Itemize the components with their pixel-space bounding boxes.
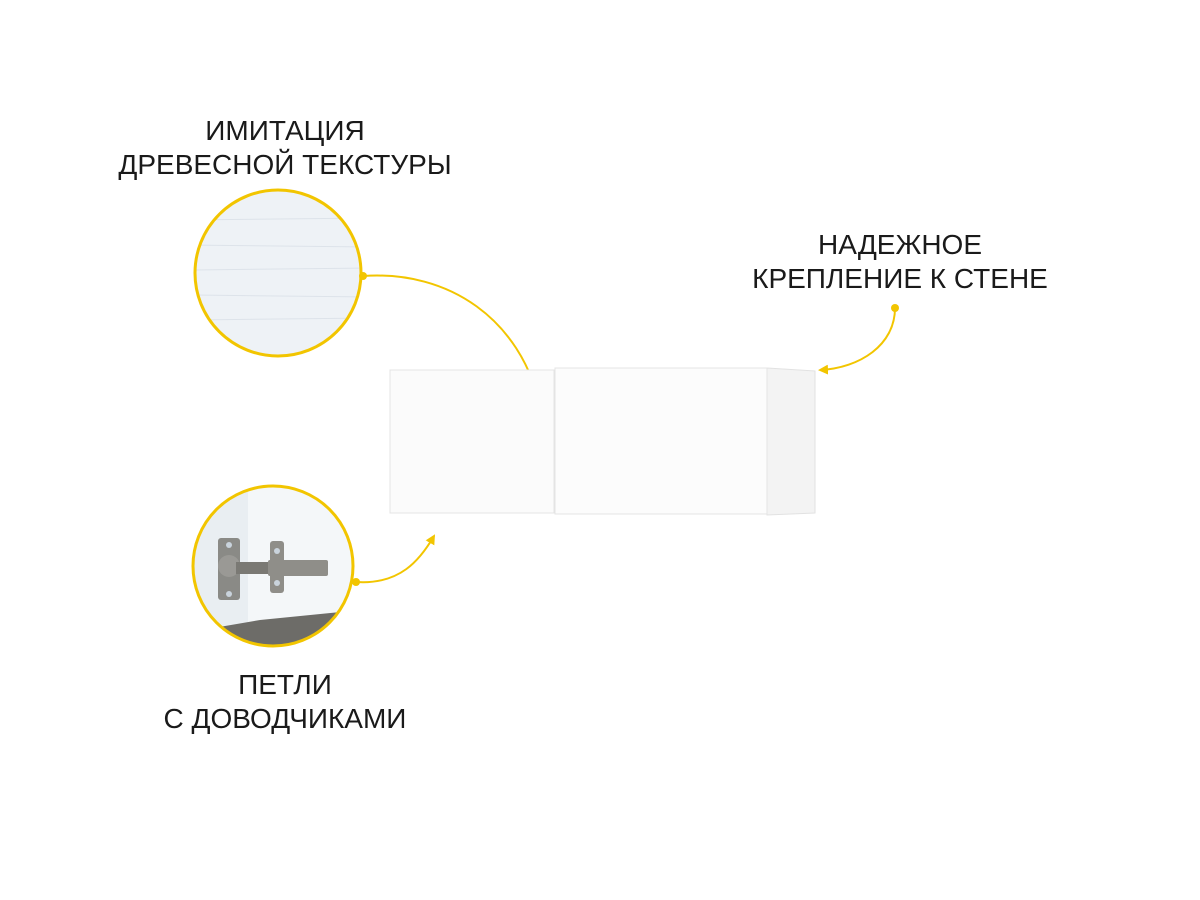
hinges-label-line1: ПЕТЛИ (238, 669, 332, 700)
mounting-feature-label: НАДЕЖНОЕ КРЕПЛЕНИЕ К СТЕНЕ (650, 228, 1150, 296)
cabinet-door-right (554, 367, 768, 515)
hinges-feature-label: ПЕТЛИ С ДОВОДЧИКАМИ (35, 668, 535, 736)
wood-texture-closeup (193, 188, 363, 358)
hinge-closeup (191, 484, 355, 648)
hinge-callout-arrow (355, 534, 436, 584)
wall-cabinet (389, 367, 816, 516)
texture-label-line2: ДРЕВЕСНОЙ ТЕКСТУРЫ (118, 149, 452, 180)
hinges-label-line2: С ДОВОДЧИКАМИ (163, 703, 407, 734)
mounting-callout-arrow (818, 307, 896, 375)
mounting-label-line2: КРЕПЛЕНИЕ К СТЕНЕ (752, 263, 1048, 294)
texture-label-line1: ИМИТАЦИЯ (205, 115, 365, 146)
cabinet-door-left (389, 369, 555, 514)
mounting-label-line1: НАДЕЖНОЕ (818, 229, 982, 260)
texture-feature-label: ИМИТАЦИЯ ДРЕВЕСНОЙ ТЕКСТУРЫ (35, 114, 535, 182)
